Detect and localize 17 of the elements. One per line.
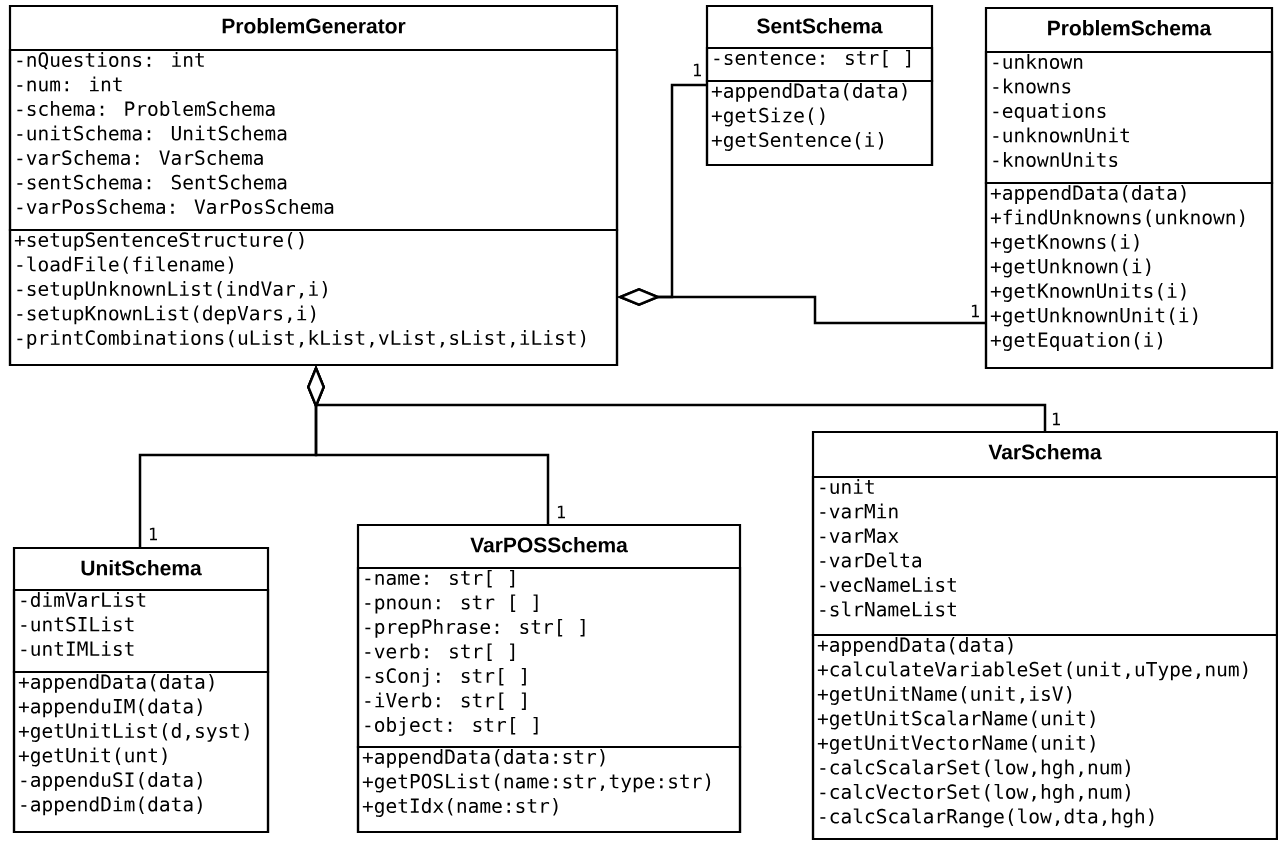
attribute-list: -dimVarList -untSIList -untIMList <box>12 588 270 674</box>
method-list: +setupSentenceStructure() -loadFile(filename) -setupUnknownList(indVar,i) -setupKnownList(depVars,i) -printCombinations(uList,kList,vList,sList,iList) <box>8 228 619 367</box>
method-list: +appendData(data) +getSize() +getSentence(i) <box>705 79 934 167</box>
attribute-list: -name: str[ ] -pnoun: str [ ] -prepPhrase: str[ ] -verb: str[ ] -sConj: str[ ] -iVerb: str[ ] -object: str[ ] <box>356 566 742 749</box>
attribute-list: -sentence: str[ ] <box>705 46 934 83</box>
multiplicity-label: 1 <box>1052 412 1060 426</box>
method-list: +appendData(data) +appenduIM(data) +getUnitList(d,syst) +getUnit(unt) -appenduSI(data) -appendDim(data) <box>12 670 270 834</box>
multiplicity-label: 1 <box>557 505 565 519</box>
attribute-list: -unit -varMin -varMax -varDelta -vecNameList -slrNameList <box>811 475 1278 637</box>
multiplicity-label: 1 <box>971 304 979 318</box>
multiplicity-label: 1 <box>693 63 701 77</box>
method-list: +appendData(data:str) +getPOSList(name:str,type:str) +getIdx(name:str) <box>356 745 742 834</box>
method-list: +appendData(data) +calculateVariableSet(unit,uType,num) +getUnitName(unit,isV) +getUnitScalarName(unit) +getUnitVectorName(unit) -calcScalarSet(low,hgh,num) -calcVectorSet(low,hgh,num) -calcScalarRange(low,dta,hgh) <box>811 633 1278 841</box>
multiplicity-label: 1 <box>149 527 157 541</box>
attribute-list: -nQuestions: int -num: int -schema: ProblemSchema -unitSchema: UnitSchema -varSchema: VarSchema -sentSchema: SentSchema -varPosSchema: VarPosSchema <box>8 48 619 232</box>
attribute-list: -unknown -knowns -equations -unknownUnit -knownUnits <box>984 50 1274 185</box>
method-list: +appendData(data) +findUnknowns(unknown) +getKnowns(i) +getUnknown(i) +getKnownUnits(i) +getUnknownUnit(i) +getEquation(i) <box>984 181 1274 370</box>
